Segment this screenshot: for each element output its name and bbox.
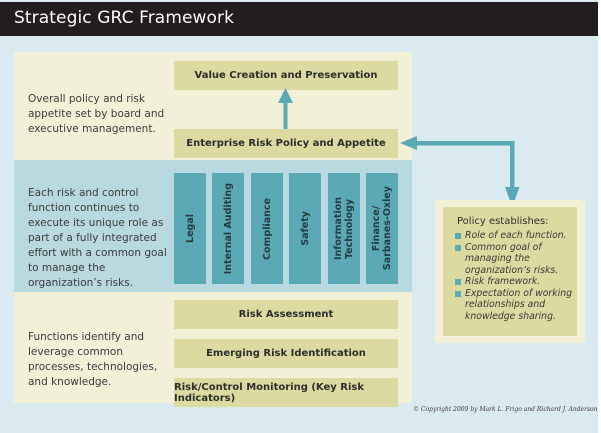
function-compliance: Compliance <box>251 173 283 284</box>
policy-item-text: Expectation of working relationships and… <box>465 287 573 322</box>
policy-item: Risk framework. <box>455 276 577 288</box>
box-risk-control-monitoring: Risk/Control Monitoring (Key Risk Indica… <box>174 378 398 407</box>
function-internal-auditing: Internal Auditing <box>212 173 244 284</box>
policy-item: Role of each function. <box>455 230 577 242</box>
header-bar: Strategic GRC Framework <box>0 2 598 36</box>
bullet-icon <box>455 279 461 285</box>
up-arrow <box>278 88 293 129</box>
policy-callout: Policy establishes: Role of each functio… <box>435 200 585 343</box>
policy-callout-inner: Policy establishes: Role of each functio… <box>443 207 577 336</box>
section-top-description: Overall policy and risk appetite set by … <box>28 93 165 135</box>
policy-item: Expectation of working relationships and… <box>455 288 577 323</box>
policy-item-text: Risk framework. <box>465 276 541 287</box>
section-bottom-description: Functions identify and leverage common p… <box>28 331 158 388</box>
box-value-creation: Value Creation and Preservation <box>174 61 398 90</box>
function-safety: Safety <box>289 173 321 284</box>
function-finance-sox: Finance/ Sarbanes-Oxley <box>366 173 398 284</box>
bidirectional-arrow <box>400 136 520 207</box>
box-risk-assessment: Risk Assessment <box>174 300 398 329</box>
policy-item-text: Common goal of managing the organization… <box>465 241 559 276</box>
policy-title: Policy establishes: <box>457 216 549 227</box>
box-emerging-risk-identification: Emerging Risk Identification <box>174 339 398 368</box>
policy-item-text: Role of each function. <box>465 230 567 241</box>
policy-list: Role of each function. Common goal of ma… <box>455 230 577 322</box>
policy-item: Common goal of managing the organization… <box>455 242 577 277</box>
copyright-notice: © Copyright 2009 by Mark L. Frigo and Ri… <box>413 406 598 413</box>
section-middle-description: Each risk and control function continues… <box>28 187 167 289</box>
diagram-title: Strategic GRC Framework <box>14 8 235 28</box>
function-legal: Legal <box>174 173 206 284</box>
bullet-icon <box>455 244 461 251</box>
function-information-technology: Information Technology <box>328 173 360 284</box>
bullet-icon <box>455 290 461 297</box>
bullet-icon <box>455 233 461 239</box>
box-enterprise-risk-policy: Enterprise Risk Policy and Appetite <box>174 129 398 158</box>
